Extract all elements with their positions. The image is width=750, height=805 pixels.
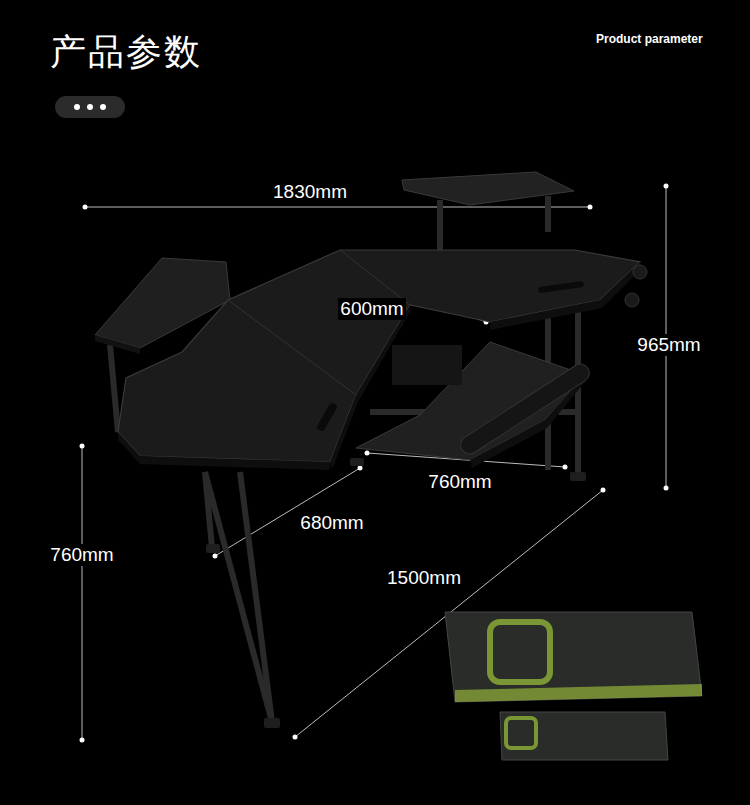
dimension-label: 965mm: [635, 334, 702, 356]
dimension-label: 600mm: [338, 298, 405, 320]
dimension-label: 680mm: [298, 512, 365, 534]
dimension-label: 760mm: [48, 544, 115, 566]
page-title: 产品参数: [50, 28, 202, 77]
dimension-label: 1830mm: [271, 181, 349, 203]
dimension-label: 1500mm: [385, 567, 463, 589]
pill-badge: [55, 96, 125, 118]
desk-top: [118, 250, 640, 462]
monitor-shelf: [402, 172, 574, 205]
keyboard-mat: [500, 712, 668, 760]
desk-mat: [445, 612, 702, 702]
subtitle: Product parameter: [596, 32, 703, 46]
dimension-label: 760mm: [426, 471, 493, 493]
